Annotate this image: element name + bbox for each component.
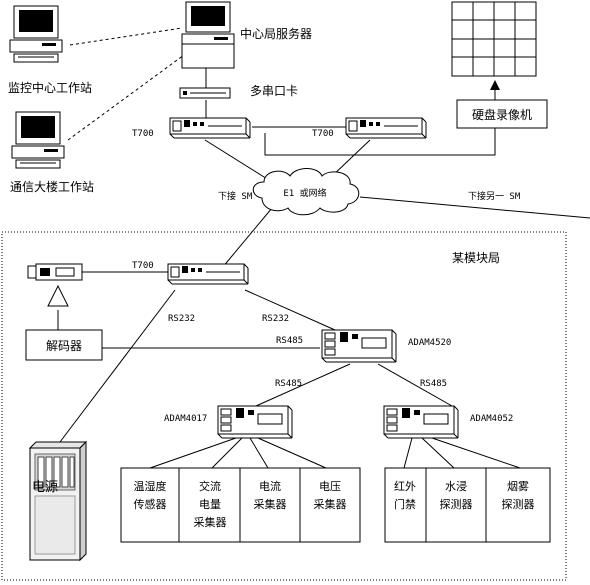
sensor-text: 电压 [319, 480, 341, 493]
link-server-monitor [69, 27, 183, 46]
down-sm-label: 下接 SM [218, 190, 253, 202]
adam4017-label: ADAM4017 [164, 414, 207, 424]
sensor-group-4052: 红外 门禁 水浸 探测器 烟雾 探测器 [384, 467, 551, 543]
camera-icon [27, 263, 83, 281]
sensor-box [239, 467, 301, 543]
adam4017-device [217, 405, 293, 439]
link-t700-power [59, 289, 176, 443]
link-4052-s1 [403, 437, 413, 469]
sensor-text: 电流 [259, 479, 281, 493]
link-4052-s3 [431, 437, 521, 469]
link-t700-cloud [204, 139, 273, 183]
adam4520-label: ADAM4520 [408, 338, 451, 348]
sensor-box [384, 467, 427, 543]
module-bureau-boundary [1, 231, 567, 581]
decoder-label: 解码器 [46, 339, 82, 353]
link-t700-adam4520 [244, 289, 336, 331]
link-4052-s2 [421, 437, 455, 469]
t700-module-label: T700 [132, 261, 154, 271]
monitor-ws-label: 监控中心工作站 [8, 80, 92, 95]
sensor-text: 电量 [199, 498, 221, 511]
sensor-group-4017: 温湿度 传感器 交流 电量 采集器 电流 采集器 电压 采集器 [120, 467, 361, 543]
link-4520-4017 [255, 363, 351, 407]
link-t700-dvr [264, 128, 496, 156]
t700-device [345, 117, 427, 139]
sensor-text: 交流 [199, 479, 221, 493]
sensor-box [120, 467, 180, 543]
down-other-sm-label: 下接另一 SM [468, 190, 521, 202]
t700-device [167, 263, 249, 285]
sensor-box [425, 467, 487, 543]
adam4052-label: ADAM4052 [470, 414, 513, 424]
sensor-text: 红外 [394, 480, 416, 493]
link-cloud-other-sm [359, 196, 590, 219]
sensor-text: 温湿度 [134, 479, 167, 493]
sensor-text: 探测器 [502, 498, 535, 511]
rs485-4017-label: RS485 [275, 379, 302, 389]
sensor-text: 传感器 [134, 498, 167, 511]
cloud-label: E1 或网络 [283, 187, 326, 199]
link-4017-s4 [257, 437, 327, 469]
sensor-text: 采集器 [314, 497, 347, 511]
triangle-icon [47, 284, 69, 307]
link-cloud-module [221, 207, 273, 269]
power-cabinet-icon [28, 440, 88, 562]
server-label: 中心局服务器 [240, 26, 312, 41]
telecom-ws-label: 通信大楼工作站 [10, 179, 94, 194]
link-4017-s1 [149, 437, 237, 469]
computer-icon [11, 111, 65, 169]
sensor-box [178, 467, 241, 543]
rs485-4052-label: RS485 [420, 379, 447, 389]
video-wall-icon [451, 1, 537, 77]
link-server-telecom [67, 54, 185, 141]
dvr-box [456, 99, 548, 129]
power-label: 电源 [32, 480, 58, 495]
server-icon [181, 1, 235, 69]
sensor-text: 采集器 [194, 515, 227, 529]
link-4520-4052 [377, 363, 453, 407]
computer-icon [9, 5, 63, 63]
t700-device [169, 117, 251, 139]
sensor-text: 采集器 [254, 497, 287, 511]
sensor-box [299, 467, 361, 543]
adam4052-device [383, 405, 459, 439]
t700-left-label: T700 [132, 129, 154, 139]
sensor-text: 烟雾 [507, 479, 529, 493]
dvr-label: 硬盘录像机 [472, 107, 532, 122]
sensor-text: 探测器 [440, 498, 473, 511]
rs232-right-label: RS232 [262, 314, 289, 324]
cloud-icon [252, 168, 360, 216]
module-bureau-label: 某模块局 [452, 251, 500, 265]
serial-card-label: 多串口卡 [250, 84, 298, 98]
rs485-decoder-label: RS485 [276, 336, 303, 346]
decoder-box [25, 329, 103, 361]
sensor-box [485, 467, 551, 543]
link-4017-s3 [249, 437, 269, 469]
t700-right-label: T700 [312, 129, 334, 139]
sensor-text: 门禁 [394, 497, 416, 511]
modem-icon [179, 87, 231, 99]
rs232-left-label: RS232 [168, 314, 195, 324]
adam4520-device [321, 329, 397, 363]
link-4017-s2 [211, 437, 243, 469]
sensor-text: 水浸 [445, 480, 467, 493]
